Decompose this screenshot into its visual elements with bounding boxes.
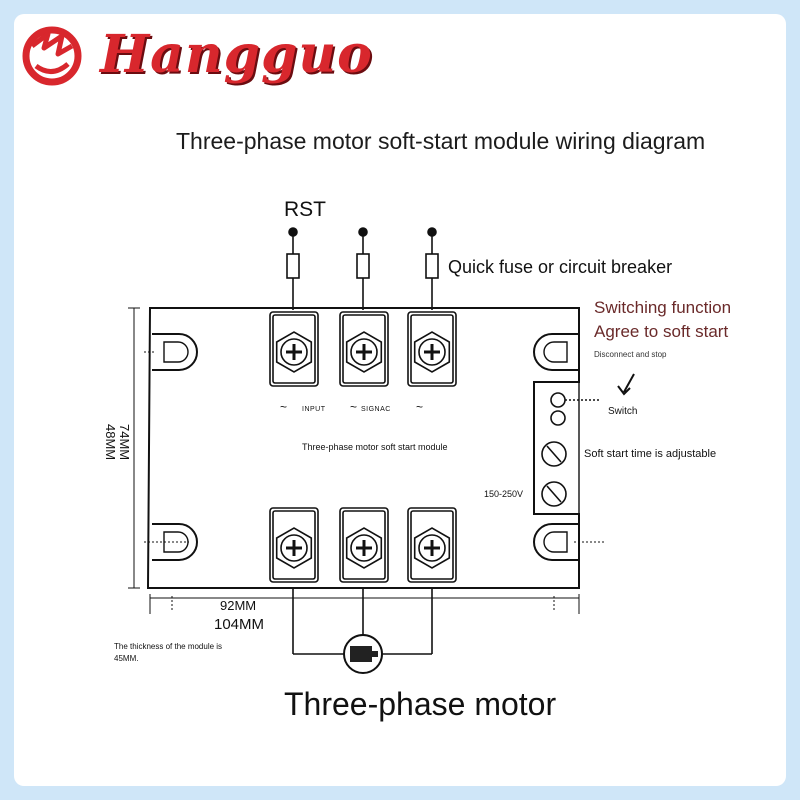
dimension-48: 48MM — [103, 424, 118, 461]
thickness-note: The thickness of the module is — [114, 642, 223, 651]
potentiometer-icon — [541, 481, 567, 507]
motor-label: Three-phase motor — [284, 686, 557, 722]
brand-name: Hangguo — [100, 24, 373, 85]
diagram-card: Hangguo Three-phase motor soft-start mod… — [14, 14, 786, 786]
arrow-icon — [617, 373, 635, 396]
fuse-icon — [356, 253, 370, 279]
terminal-screw-icon — [407, 507, 457, 583]
control-panel — [533, 381, 580, 515]
diagram-title: Three-phase motor soft-start module wiri… — [176, 128, 706, 154]
potentiometer-icon — [541, 441, 567, 467]
fuse-icon — [286, 253, 300, 279]
input-label: INPUT — [302, 406, 326, 413]
push-button-icon — [550, 410, 566, 426]
terminal-screw-icon — [269, 507, 319, 583]
switch-label: Switch — [608, 406, 638, 417]
voltage-label: 150-250V — [484, 489, 524, 499]
module-name: Three-phase motor soft start module — [302, 442, 448, 452]
tilde-mark: ~ — [280, 400, 288, 414]
brand-logo-icon — [22, 26, 82, 86]
agree-soft-start-label: Agree to soft start — [594, 322, 729, 341]
switching-function-label: Switching function — [594, 298, 732, 317]
dimension-92: 92MM — [220, 598, 257, 613]
mounting-slot — [533, 523, 579, 561]
thickness-note-value: 45MM. — [114, 654, 139, 663]
terminal-screw-icon — [407, 311, 457, 387]
mounting-slot — [533, 333, 579, 371]
terminal-screw-icon — [339, 507, 389, 583]
push-button-icon — [550, 392, 566, 408]
dimension-74: 74MM — [117, 424, 132, 461]
dimension-104: 104MM — [214, 616, 265, 633]
tilde-mark: ~ — [350, 400, 358, 414]
fuse-icon — [425, 253, 439, 279]
signal-label: SIGNAC — [361, 406, 391, 413]
soft-start-time-label: Soft start time is adjustable — [584, 448, 717, 460]
mounting-slot — [152, 523, 198, 561]
terminal-screw-icon — [269, 311, 319, 387]
terminal-screw-icon — [339, 311, 389, 387]
disconnect-stop-label: Disconnect and stop — [594, 350, 667, 359]
fuse-label: Quick fuse or circuit breaker — [448, 257, 673, 277]
tilde-mark: ~ — [416, 400, 424, 414]
mounting-slot — [152, 333, 198, 371]
wiring-diagram — [128, 227, 635, 674]
supply-label: RST — [284, 198, 326, 221]
